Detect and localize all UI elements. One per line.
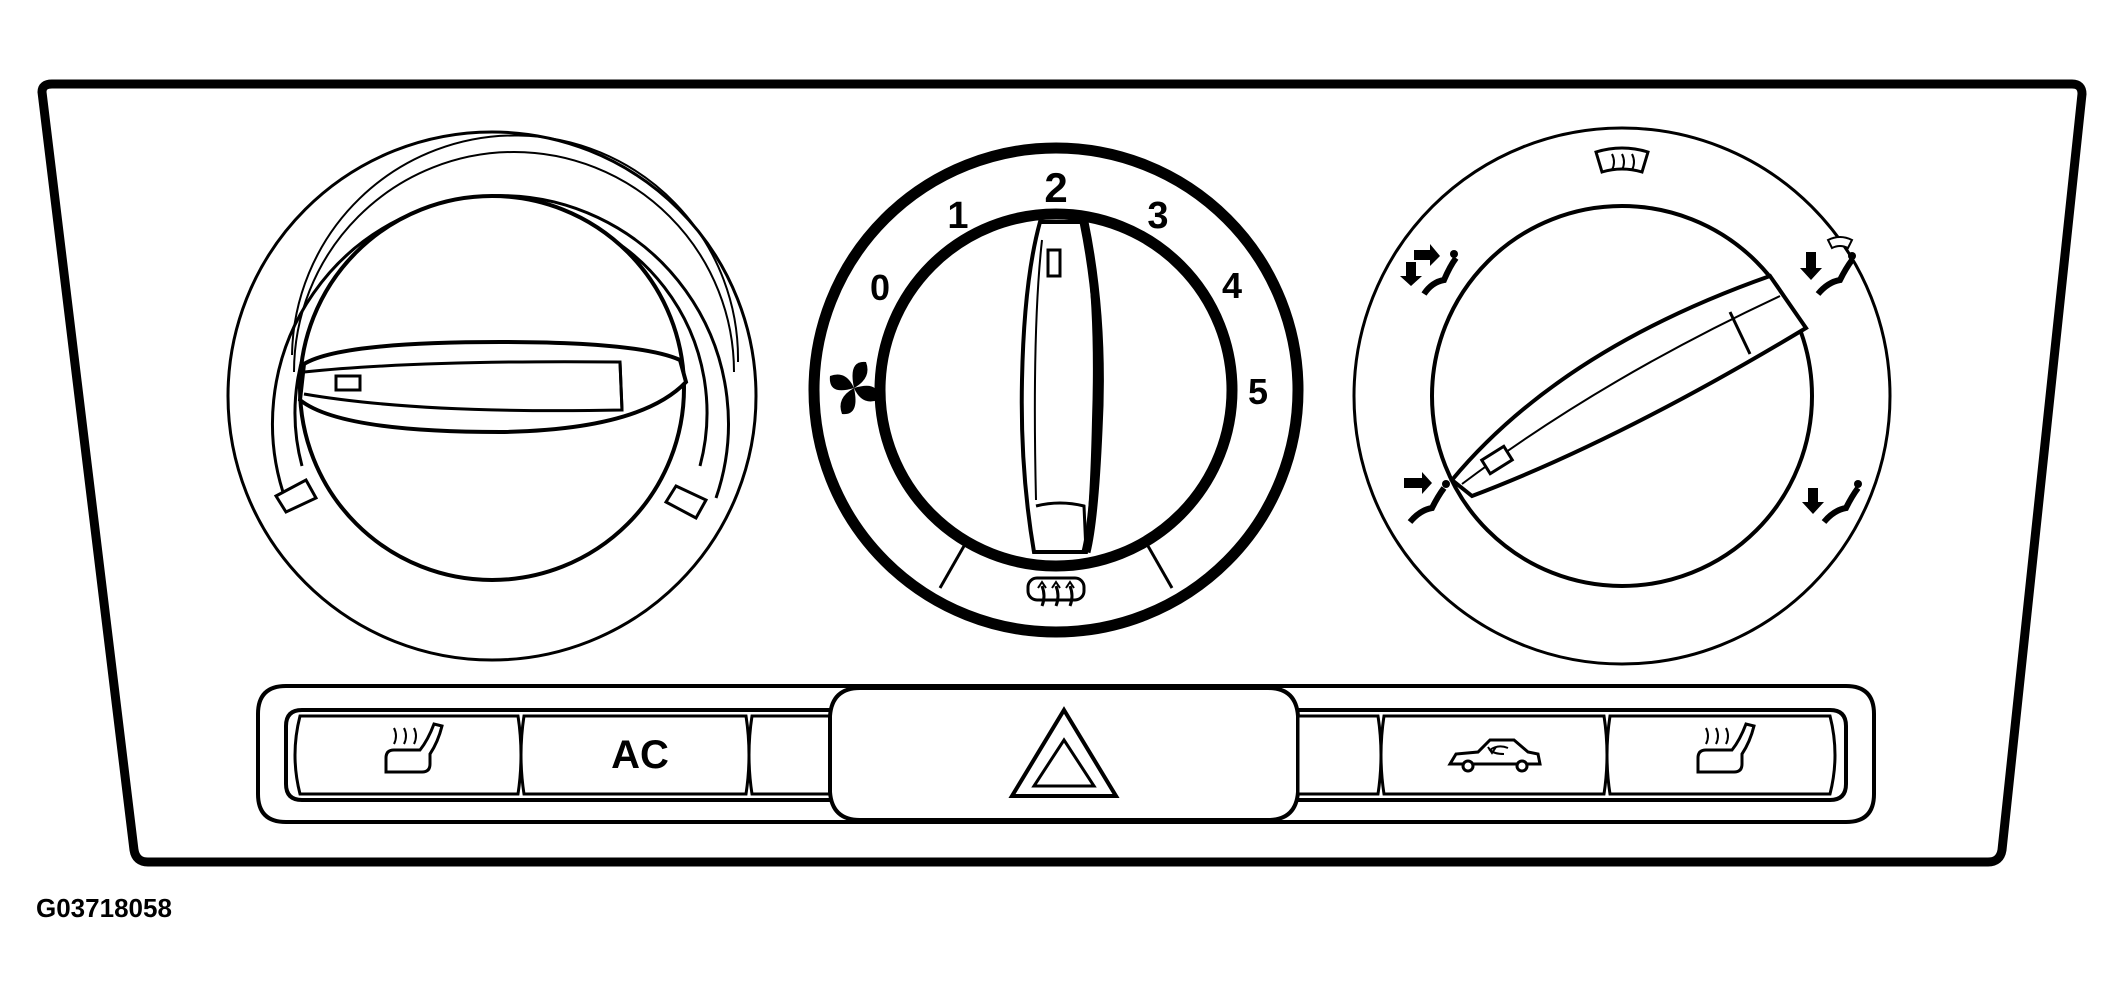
air-distribution-knob-indicator <box>1479 444 1515 476</box>
fan-speed-knob-handle-shade <box>1079 221 1104 554</box>
air-distribution-handle-step <box>1728 311 1752 355</box>
ac-button[interactable]: AC <box>519 714 751 796</box>
left-seat-heater-button[interactable] <box>293 714 523 796</box>
seat-heater-icon <box>384 722 444 774</box>
temperature-scale-arc-band-2 <box>291 134 740 363</box>
blank-button-left <box>747 714 832 796</box>
fan-speed-knob-handle-foot <box>1035 501 1088 553</box>
temperature-scale-hot-end <box>663 484 709 521</box>
fan-speed-label-3: 3 <box>1147 195 1168 237</box>
blank-button-right <box>1296 714 1383 796</box>
temperature-knob-handle-step <box>618 361 624 411</box>
fan-speed-label-2: 2 <box>1044 164 1067 211</box>
hazard-button[interactable] <box>828 686 1300 822</box>
temperature-knob[interactable] <box>226 130 758 662</box>
fan-speed-knob-indicator <box>1046 248 1062 278</box>
fan-speed-label-1: 1 <box>947 195 968 237</box>
airflow-face-icon <box>1400 244 1459 296</box>
figure-id: G03718058 <box>36 893 172 923</box>
recirculation-icon <box>1447 738 1542 773</box>
fan-bezel-divider-right <box>1146 545 1174 589</box>
fan-bezel-divider-left <box>938 545 966 589</box>
fan-speed-label-4: 4 <box>1222 265 1242 306</box>
fan-icon <box>829 361 879 415</box>
airflow-floor-icon <box>1802 480 1862 524</box>
hazard-triangle-icon <box>1008 706 1120 798</box>
airflow-vent-icon <box>1404 472 1450 524</box>
air-distribution-knob-handle[interactable] <box>1449 273 1809 499</box>
temperature-scale-arc-band <box>293 151 735 373</box>
air-distribution-knob[interactable] <box>1352 126 1892 666</box>
fan-speed-label-0: 0 <box>870 267 890 308</box>
rear-defrost-icon <box>1026 576 1086 607</box>
fan-speed-label-5: 5 <box>1248 371 1268 412</box>
windshield-defrost-icon <box>1594 146 1650 174</box>
airflow-defrost-floor-icon <box>1800 236 1856 296</box>
fan-speed-knob-handle-inner <box>1033 239 1043 501</box>
temperature-knob-indicator <box>334 374 362 392</box>
ac-button-label: AC <box>611 733 669 777</box>
fan-speed-knob[interactable]: 0 1 2 3 4 5 <box>808 142 1304 638</box>
temperature-scale-cold-end <box>273 477 319 514</box>
recirculation-button[interactable] <box>1379 714 1609 796</box>
right-seat-heater-button[interactable] <box>1605 714 1837 796</box>
seat-heater-icon <box>1696 722 1756 774</box>
